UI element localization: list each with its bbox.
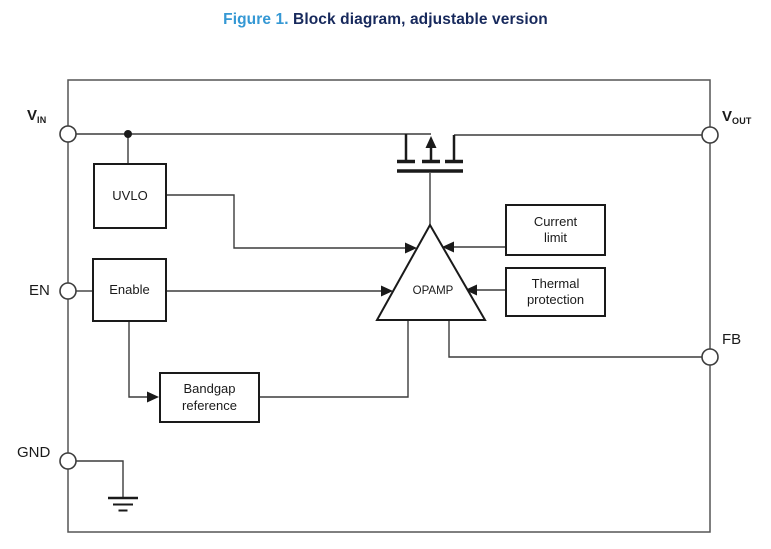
opamp-triangle [375,222,487,321]
vin-terminal [59,125,77,143]
wires [68,133,710,497]
thermal-protection-block-label: Thermal protection [526,275,585,307]
enable-block: Enable [92,258,167,322]
figure-title-text: Block diagram, adjustable version [288,11,548,28]
chip-outline [67,79,711,533]
bandgap-block-label: Bandgap reference [182,381,237,413]
bandgap-arrowhead [147,391,159,403]
pass-transistor-icon [397,134,463,173]
opamp-to-fb-wire [448,320,702,358]
en-pin-label: EN [29,282,50,299]
fb-pin-label: FB [722,331,742,348]
opamp-label: OPAMP [412,285,454,297]
arrowheads [147,241,477,403]
bandgap-reference-block: Bandgap reference [159,372,260,423]
bandgap-to-opamp-wire [260,320,409,398]
vout-pin-label: VOUT [722,108,752,126]
figure-number-label: Figure 1. [223,11,289,28]
thermal-protection-block: Thermal protection [505,267,606,317]
vin-pin-label: VIN [27,107,47,125]
uvlo-arrowhead [405,242,417,254]
uvlo-to-opamp-wire [167,194,406,249]
pin-terminals [59,125,719,470]
uvlo-block-label: UVLO [112,187,148,203]
fb-terminal [701,348,719,366]
enable-block-label: Enable [109,281,150,297]
current-limit-arrowhead [442,241,454,253]
body-arrow [425,136,437,148]
vout-terminal [701,126,719,144]
gnd-pin-label: GND [17,444,51,461]
vin-main: V [27,107,38,124]
enable-arrowhead [381,285,393,297]
uvlo-block: UVLO [93,163,167,229]
enable-to-bandgap-wire [128,322,148,398]
current-limit-block: Current limit [505,204,606,256]
thermal-arrowhead [465,284,477,296]
en-terminal [59,282,77,300]
vout-sub: OUT [732,116,752,126]
gnd-wire [76,460,124,497]
gnd-terminal [59,452,77,470]
figure-caption: Figure 1. Block diagram, adjustable vers… [0,11,771,29]
ground-icon [108,496,138,512]
current-limit-block-label: Current limit [533,213,578,245]
junction-dot [124,130,132,138]
vout-main: V [722,108,733,125]
vin-sub: IN [37,115,47,125]
